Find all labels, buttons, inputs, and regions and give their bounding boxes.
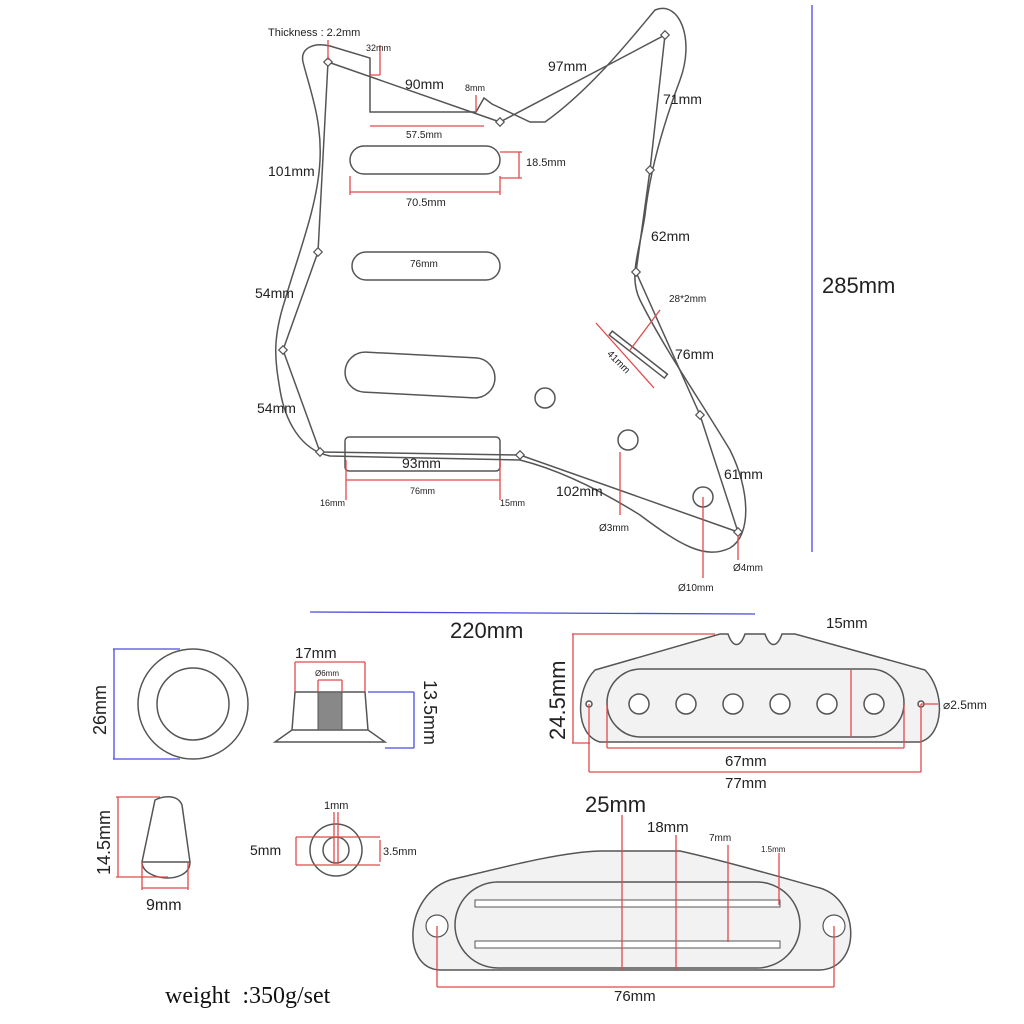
switch-tip-drawing: 14.5mm 9mm 1mm 5mm 3.5mm xyxy=(94,795,417,914)
dim-76-right: 76mm xyxy=(675,346,714,362)
tip-slot: 1mm xyxy=(324,800,348,812)
dim-76-mid: 76mm xyxy=(410,259,438,270)
pot-hole-1 xyxy=(534,387,556,409)
switch-slot xyxy=(608,330,669,380)
dim-54-b: 54mm xyxy=(257,400,296,416)
dim-8: 8mm xyxy=(465,83,485,93)
single-coil-cover-drawing: 24.5mm 15mm ⌀2.5mm 67mm 77mm xyxy=(545,615,987,792)
rail-inner: 18mm xyxy=(647,819,689,836)
tip-width: 9mm xyxy=(146,897,182,914)
dim-width: 220mm xyxy=(450,618,523,643)
pickguard-drawing: Thickness : 2.2mm 32mm 90mm 8mm 97mm 71m… xyxy=(255,5,895,643)
dim-16: 16mm xyxy=(320,498,345,508)
cover-hole-span: 77mm xyxy=(725,775,767,792)
cover-height: 24.5mm xyxy=(545,661,570,740)
knob-drawing: 26mm 17mm Ø6mm 13.5mm xyxy=(90,645,440,760)
tip-outer: 5mm xyxy=(250,842,281,858)
pickguard-outline xyxy=(275,7,747,553)
dim-71: 71mm xyxy=(663,91,702,107)
tip-inner: 3.5mm xyxy=(383,846,417,858)
weight-label: weight :350g/set xyxy=(165,983,331,1009)
dim-93: 93mm xyxy=(402,455,441,471)
dim-76-bottom: 76mm xyxy=(410,486,435,496)
dim-54-a: 54mm xyxy=(255,285,294,301)
dim-90: 90mm xyxy=(405,76,444,92)
screw-holes xyxy=(277,29,744,538)
thickness-label: Thickness : 2.2mm xyxy=(268,27,360,39)
dim-phi10: Ø10mm xyxy=(678,583,714,594)
dim-41: 41mm xyxy=(604,349,631,376)
dim-57-5: 57.5mm xyxy=(406,130,442,141)
pickup-slot-middle xyxy=(351,251,501,281)
dim-32: 32mm xyxy=(366,43,391,53)
tip-height: 14.5mm xyxy=(94,810,114,875)
rail-width: 1.5mm xyxy=(761,845,786,854)
knob-shaft: Ø6mm xyxy=(315,669,339,678)
cover-pole-width: 15mm xyxy=(826,615,868,632)
screw-line xyxy=(282,33,740,534)
dim-101: 101mm xyxy=(268,163,315,179)
pickup-slot-bridge xyxy=(344,351,496,399)
dim-phi4: Ø4mm xyxy=(733,563,763,574)
dim-phi3: Ø3mm xyxy=(599,523,629,534)
rail-height: 25mm xyxy=(585,792,646,817)
dim-18-5: 18.5mm xyxy=(526,157,566,169)
rail-cover-drawing: 25mm 18mm 7mm 1.5mm 76mm xyxy=(412,792,852,1005)
dim-15: 15mm xyxy=(500,498,525,508)
knob-height: 13.5mm xyxy=(420,680,440,745)
knob-diameter: 26mm xyxy=(90,685,110,735)
dim-28x2: 28*2mm xyxy=(669,294,706,305)
dim-62: 62mm xyxy=(651,228,690,244)
pickup-slot-neck xyxy=(349,145,501,175)
dim-70-5: 70.5mm xyxy=(406,197,446,209)
rail-gap: 7mm xyxy=(709,833,731,844)
pot-hole-2 xyxy=(617,429,639,451)
dim-height: 285mm xyxy=(822,273,895,298)
dim-102: 102mm xyxy=(556,483,603,499)
pickup-slot-bridge-lower xyxy=(344,436,501,472)
knob-top-width: 17mm xyxy=(295,645,337,662)
dim-97: 97mm xyxy=(548,58,587,74)
dim-61: 61mm xyxy=(724,466,763,482)
rail-length: 76mm xyxy=(614,988,656,1005)
cover-hole-label: ⌀2.5mm xyxy=(943,698,987,712)
cover-inner-length: 67mm xyxy=(725,753,767,770)
